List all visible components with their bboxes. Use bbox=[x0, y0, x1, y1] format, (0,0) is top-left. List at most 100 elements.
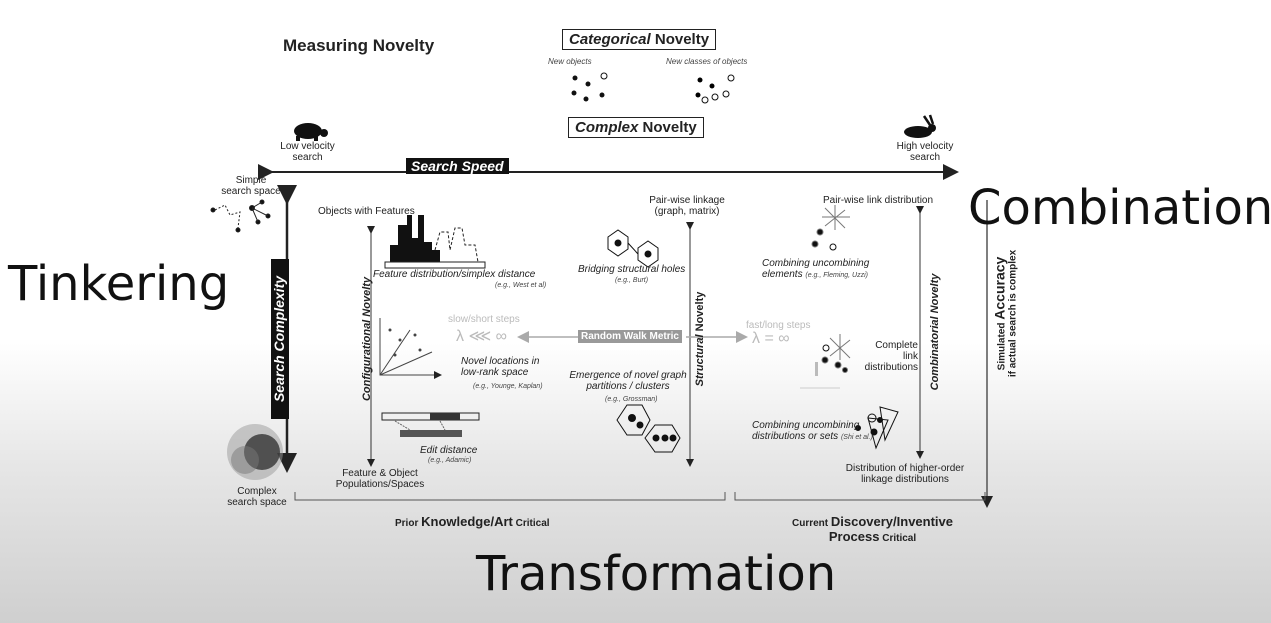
structural-word: Structural bbox=[694, 334, 706, 387]
combination-label: Combination bbox=[968, 180, 1271, 236]
higher-order-line2: linkage distributions bbox=[861, 474, 949, 485]
accuracy-condition: if actual search is complex bbox=[1007, 249, 1019, 378]
emergence-ref: (e.g., Grossman) bbox=[605, 396, 658, 403]
combining-elements-ref: (e.g., Fleming, Uzzi) bbox=[805, 272, 868, 279]
feature-histogram-icon bbox=[384, 215, 486, 269]
complex-label: Complex bbox=[575, 119, 639, 136]
search-complexity-label: Search Complexity bbox=[271, 259, 289, 419]
complete-link-distributions-icon bbox=[800, 334, 851, 389]
slow-formula: λ ⋘ ∞ bbox=[456, 328, 508, 345]
new-classes-icon bbox=[695, 74, 735, 104]
complex-search-space-icon bbox=[227, 424, 283, 480]
structural-novelty-label: Structural Novelty bbox=[694, 289, 706, 389]
prior-knowledge-bracket bbox=[294, 492, 726, 501]
rabbit-icon bbox=[904, 114, 936, 138]
objects-with-features-label: Objects with Features bbox=[318, 206, 415, 217]
combining-sets-line2: distributions or sets bbox=[752, 431, 839, 442]
low-velocity-line1: Low velocity bbox=[280, 141, 335, 152]
fast-steps-label: fast/long steps bbox=[746, 320, 811, 331]
fast-formula: λ = ∞ bbox=[752, 330, 790, 347]
prior-knowledge-label: Prior Knowledge/Art Critical bbox=[395, 514, 550, 529]
edit-distance-label: Edit distance bbox=[420, 445, 478, 456]
complete-line2: link bbox=[902, 351, 918, 362]
complex-novelty-box: Complex Novelty bbox=[568, 117, 704, 138]
diagram-title: Measuring Novelty bbox=[283, 36, 435, 55]
new-objects-label: New objects bbox=[548, 57, 592, 66]
edit-distance-icon bbox=[381, 412, 480, 437]
novelty-suffix: Novelty bbox=[650, 31, 710, 48]
high-velocity-line2: search bbox=[909, 152, 940, 163]
complex-line1: Complex bbox=[237, 486, 277, 497]
process-word: Process bbox=[828, 529, 880, 544]
novel-locations-line1: Novel locations in bbox=[461, 356, 540, 367]
discovery-word: Discovery/Inventive bbox=[830, 514, 954, 529]
accuracy-word: Accuracy bbox=[991, 256, 1008, 320]
new-objects-icon bbox=[571, 72, 608, 102]
simple-search-space-icon bbox=[210, 199, 271, 233]
configurational-novelty-label: Configurational Novelty bbox=[361, 276, 373, 402]
feature-populations-line1: Feature & Object bbox=[342, 468, 418, 479]
combining-elements-icon bbox=[811, 205, 850, 251]
feature-populations-line2: Populations/Spaces bbox=[335, 479, 425, 490]
novelty-word: Novelty bbox=[694, 291, 706, 332]
low-velocity-line2: search bbox=[292, 152, 323, 163]
critical-word: Critical bbox=[879, 533, 917, 544]
higher-order-line1: Distribution of higher-order bbox=[845, 463, 965, 474]
combining-sets-icon bbox=[855, 406, 899, 450]
transformation-label: Transformation bbox=[476, 546, 837, 602]
combinatorial-novelty-label: Combinatorial Novelty bbox=[929, 273, 941, 391]
tinkering-label: Tinkering bbox=[8, 256, 230, 312]
complete-line1: Complete bbox=[875, 340, 918, 351]
simple-line1: Simple bbox=[235, 175, 267, 186]
novelty-suffix: Novelty bbox=[638, 119, 697, 136]
simple-line2: search space bbox=[221, 186, 281, 197]
current-word: Current bbox=[791, 518, 831, 529]
emergence-line1: Emergence of novel graph bbox=[569, 370, 687, 381]
high-velocity-line1: High velocity bbox=[896, 141, 954, 152]
critical-word: Critical bbox=[512, 518, 550, 529]
categorical-label: Categorical bbox=[569, 31, 651, 48]
combining-sets-line1: Combining uncombining bbox=[752, 420, 860, 431]
prior-word: Prior bbox=[395, 518, 422, 529]
combining-elements-line1: Combining uncombining bbox=[762, 258, 870, 269]
emergence-line2: partitions / clusters bbox=[586, 381, 670, 392]
novel-locations-ref: (e.g., Younge, Kaplan) bbox=[473, 383, 543, 390]
random-walk-metric-label: Random Walk Metric bbox=[578, 330, 682, 343]
current-discovery-bracket bbox=[734, 492, 986, 501]
pairwise-link-distribution-label: Pair-wise link distribution bbox=[823, 195, 934, 206]
graph-clusters-icon bbox=[616, 404, 681, 453]
pairwise-linkage-line2: (graph, matrix) bbox=[654, 206, 720, 217]
combining-elements-line2: elements bbox=[762, 269, 803, 280]
novel-locations-line2: low-rank space bbox=[461, 367, 529, 378]
low-rank-space-icon bbox=[379, 318, 442, 379]
feature-distribution-ref: (e.g., West et al) bbox=[495, 282, 547, 289]
search-speed-label: Search Speed bbox=[406, 158, 509, 174]
pairwise-linkage-line1: Pair-wise linkage bbox=[649, 195, 725, 206]
knowledge-art-word: Knowledge/Art bbox=[421, 514, 513, 529]
bridging-label: Bridging structural holes bbox=[578, 264, 686, 275]
categorical-novelty-box: Categorical Novelty bbox=[562, 29, 717, 50]
combining-sets-ref: (Shi et al.) bbox=[840, 434, 873, 441]
bridging-structural-holes-icon bbox=[607, 229, 659, 268]
bridging-ref: (e.g., Burt) bbox=[615, 277, 649, 284]
new-classes-label: New classes of objects bbox=[666, 57, 748, 66]
feature-distribution-label: Feature distribution/simplex distance bbox=[373, 269, 536, 280]
complete-line3: distributions bbox=[864, 362, 918, 373]
pairwise-linkage-label: Pair-wise linkage(graph, matrix) bbox=[632, 195, 742, 217]
simulated-word: Simulated bbox=[996, 319, 1008, 371]
slow-steps-label: slow/short steps bbox=[448, 314, 520, 325]
